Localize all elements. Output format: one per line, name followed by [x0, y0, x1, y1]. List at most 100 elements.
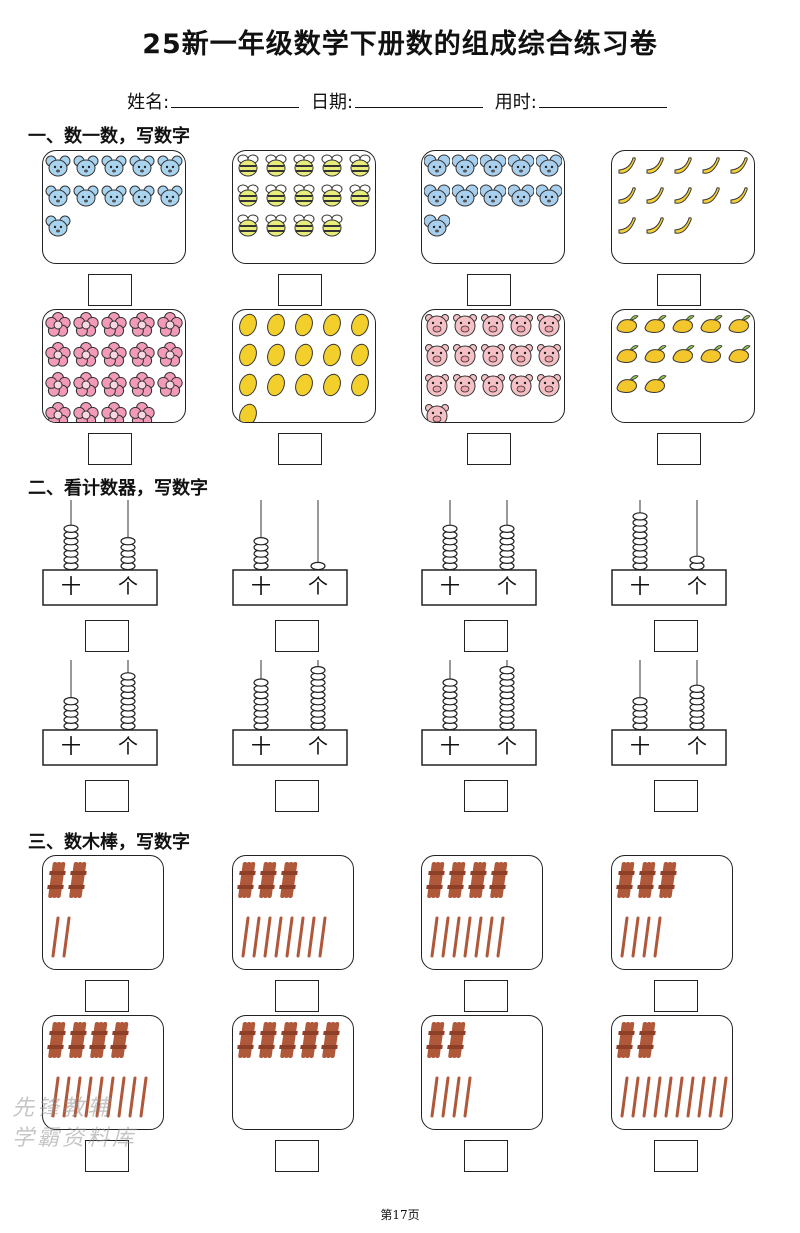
single-stick [296, 916, 305, 958]
stick-bundle [447, 1022, 466, 1058]
watermark: 先锋教辅 学霸资料库 [12, 1094, 137, 1154]
mouse-icon [73, 155, 99, 177]
answer-box[interactable] [275, 780, 319, 812]
abacus-drawing [611, 500, 727, 606]
answer-box[interactable] [657, 433, 701, 465]
abacus-bead [689, 684, 705, 693]
flower-icon [129, 372, 155, 397]
name-field[interactable] [171, 89, 300, 108]
abacus-bead [442, 678, 458, 687]
single-stick [139, 1076, 148, 1118]
koala-icon [452, 184, 478, 207]
banana-icon [674, 157, 692, 174]
mango-icon [616, 345, 639, 363]
counting-picture-box [232, 309, 376, 423]
koala-icon [536, 154, 562, 177]
answer-box[interactable] [275, 620, 319, 652]
koala-icon [424, 154, 450, 177]
abacus-base [42, 729, 158, 766]
stick-bundle [637, 862, 656, 898]
stick-bundle [89, 1022, 108, 1058]
single-stick [106, 1076, 115, 1118]
single-stick [496, 916, 505, 958]
abacus-drawing [232, 660, 348, 766]
pig-icon [425, 344, 449, 367]
tens-label: 十 [251, 734, 271, 758]
stick-picture-box [611, 855, 733, 970]
ones-label: 个 [497, 574, 517, 598]
answer-box[interactable] [467, 433, 511, 465]
counting-picture-box [611, 309, 755, 423]
flower-icon [45, 372, 71, 397]
pig-icon [425, 314, 449, 337]
answer-box[interactable] [275, 1140, 319, 1172]
answer-box[interactable] [88, 433, 132, 465]
lemon-icon [323, 343, 341, 367]
abacus-bead [632, 697, 648, 706]
koala-icon [508, 154, 534, 177]
stick-bundle [258, 1022, 277, 1058]
answer-box[interactable] [85, 1140, 129, 1172]
answer-box[interactable] [657, 274, 701, 306]
bee-icon [349, 154, 371, 177]
date-field[interactable] [355, 89, 484, 108]
abacus-base [421, 569, 537, 606]
single-stick [62, 1076, 71, 1118]
stick-bundle [68, 1022, 87, 1058]
abacus: 十个 [611, 656, 727, 766]
answer-box[interactable] [464, 980, 508, 1012]
bee-icon [321, 184, 343, 207]
banana-icon [618, 217, 636, 234]
answer-box[interactable] [654, 980, 698, 1012]
banana-icon [674, 217, 692, 234]
answer-box[interactable] [464, 780, 508, 812]
banana-icon [618, 187, 636, 204]
mouse-icon [129, 155, 155, 177]
mango-icon [672, 345, 695, 363]
pig-icon [425, 374, 449, 397]
answer-box[interactable] [654, 620, 698, 652]
flower-icon [129, 312, 155, 337]
flower-icon [73, 402, 99, 422]
koala-icon [536, 184, 562, 207]
bee-icon [321, 214, 343, 237]
abacus: 十个 [232, 496, 348, 606]
stick-picture-box [421, 855, 543, 970]
single-stick [463, 916, 472, 958]
single-stick [430, 1076, 439, 1118]
time-field[interactable] [538, 89, 667, 108]
answer-box[interactable] [464, 620, 508, 652]
answer-box[interactable] [275, 980, 319, 1012]
answer-box[interactable] [654, 780, 698, 812]
answer-box[interactable] [85, 780, 129, 812]
lemon-icon [267, 373, 285, 397]
answer-box[interactable] [85, 980, 129, 1012]
answer-box[interactable] [85, 620, 129, 652]
single-stick [252, 916, 261, 958]
flower-icon [45, 402, 71, 422]
lemon-icon [323, 313, 341, 337]
answer-box[interactable] [464, 1140, 508, 1172]
answer-box[interactable] [278, 274, 322, 306]
single-stick [452, 1076, 461, 1118]
answer-box[interactable] [88, 274, 132, 306]
lemon-icon [295, 373, 313, 397]
lemon-icon [295, 343, 313, 367]
abacus-drawing [42, 500, 158, 606]
flower-icon [73, 372, 99, 397]
mango-icon [672, 315, 695, 333]
abacus: 十个 [421, 656, 537, 766]
lemon-icon [239, 313, 257, 337]
ones-label: 个 [687, 734, 707, 758]
abacus-base [611, 729, 727, 766]
answer-box[interactable] [467, 274, 511, 306]
mango-icon [644, 315, 667, 333]
abacus-drawing [421, 500, 537, 606]
answer-box[interactable] [278, 433, 322, 465]
time-label: 用时: [494, 92, 537, 113]
single-stick [708, 1076, 717, 1118]
answer-box[interactable] [654, 1140, 698, 1172]
ones-label: 个 [118, 734, 138, 758]
stick-bundle [447, 862, 466, 898]
date-label: 日期: [310, 92, 354, 113]
